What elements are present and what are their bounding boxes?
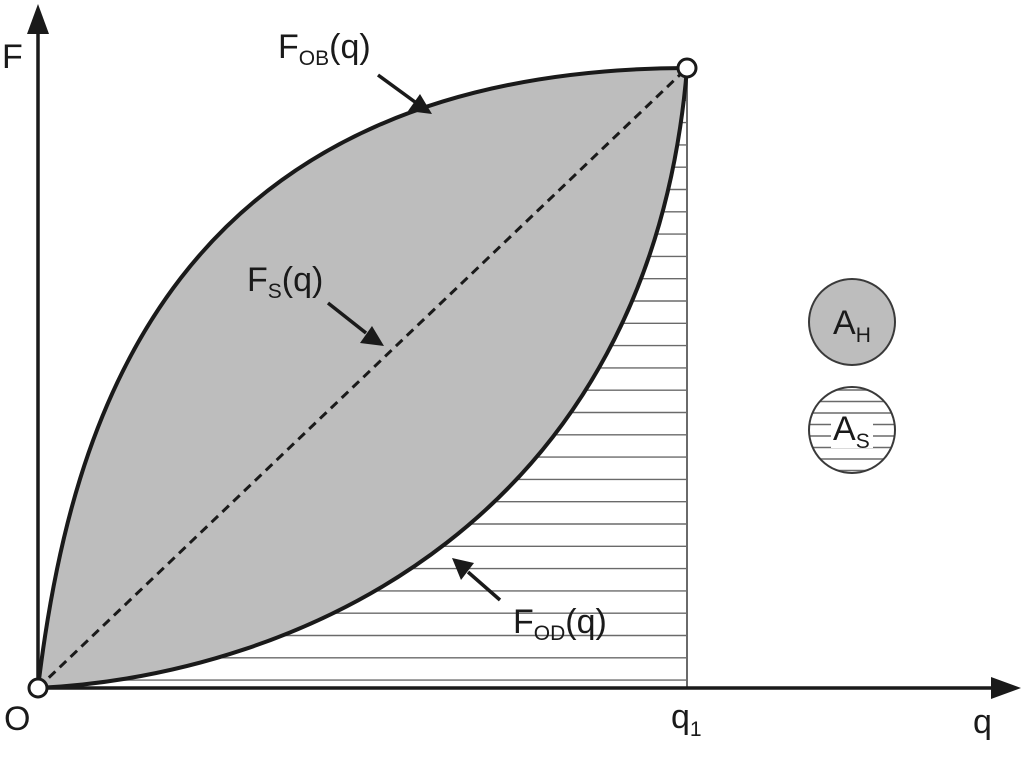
label-f-od: FOD(q) bbox=[513, 603, 607, 645]
label-f-ob: FOB(q) bbox=[278, 28, 371, 70]
end-point bbox=[676, 57, 698, 79]
origin-point bbox=[27, 677, 49, 699]
x-axis-arrowhead bbox=[991, 677, 1021, 699]
arrow-to-f-od bbox=[452, 558, 502, 602]
legend-label-s-backdrop bbox=[831, 414, 873, 448]
origin-label: O bbox=[4, 700, 30, 738]
legend-swatch-h bbox=[808, 278, 896, 366]
y-axis-label: F bbox=[2, 38, 23, 76]
legend-label-s: AS bbox=[833, 410, 870, 453]
y-axis-arrowhead bbox=[27, 4, 49, 34]
legend-label-h: AH bbox=[833, 304, 871, 347]
curve-f-od bbox=[37, 67, 689, 690]
curve-f-ob bbox=[36, 66, 688, 689]
q1-tick-label: q1 bbox=[671, 698, 702, 741]
label-f-s: FS(q) bbox=[247, 261, 323, 303]
legend-swatch-s bbox=[808, 386, 896, 474]
shaded-area-h bbox=[38, 68, 687, 688]
arrow-to-f-ob bbox=[376, 73, 432, 114]
arrow-to-f-s bbox=[326, 301, 384, 346]
x-axis-label: q bbox=[973, 703, 992, 741]
